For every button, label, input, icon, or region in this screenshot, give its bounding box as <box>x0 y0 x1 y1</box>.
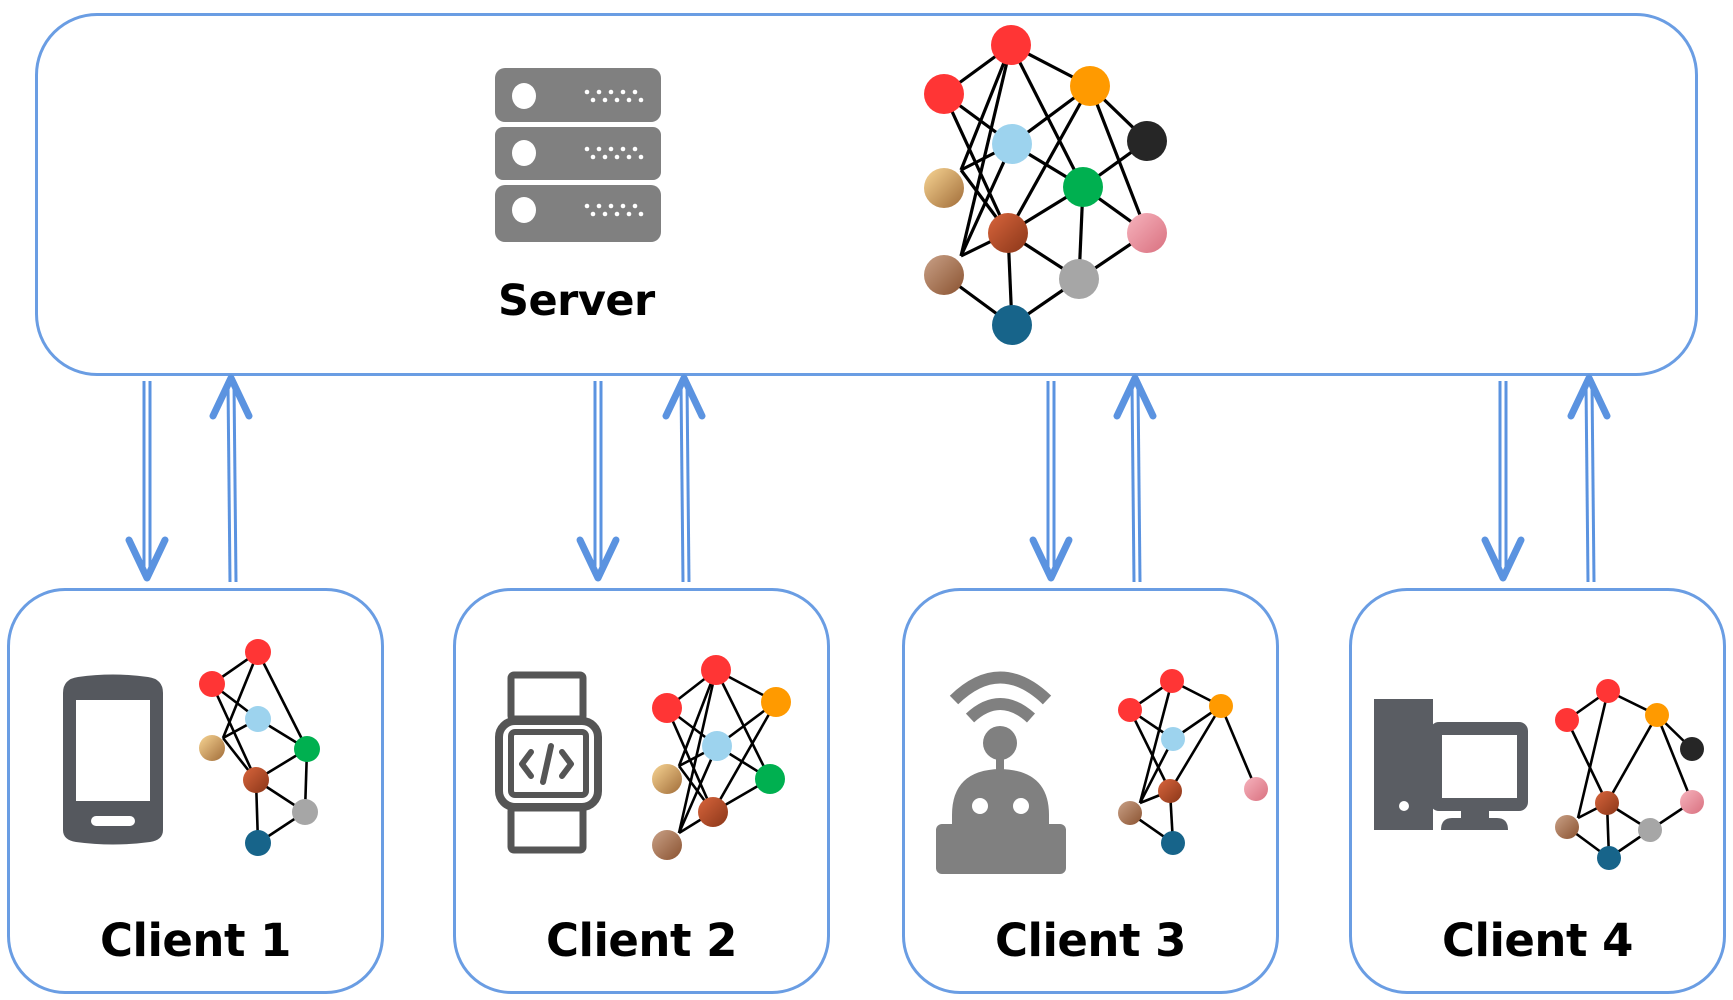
client-3-label: Client 3 <box>995 914 1186 967</box>
upload-arrow <box>1567 374 1611 583</box>
server-box <box>35 13 1698 376</box>
client-1-label: Client 1 <box>100 914 291 967</box>
upload-arrow <box>209 374 253 583</box>
client-2-label: Client 2 <box>546 914 737 967</box>
download-arrow <box>1029 381 1073 582</box>
arrows-layer <box>125 374 1611 583</box>
server-label: Server <box>498 276 655 326</box>
upload-arrow <box>662 374 706 583</box>
download-arrow <box>125 381 169 582</box>
client-4-label: Client 4 <box>1442 914 1633 967</box>
download-arrow <box>1481 381 1525 582</box>
download-arrow <box>576 381 620 582</box>
upload-arrow <box>1113 374 1157 583</box>
